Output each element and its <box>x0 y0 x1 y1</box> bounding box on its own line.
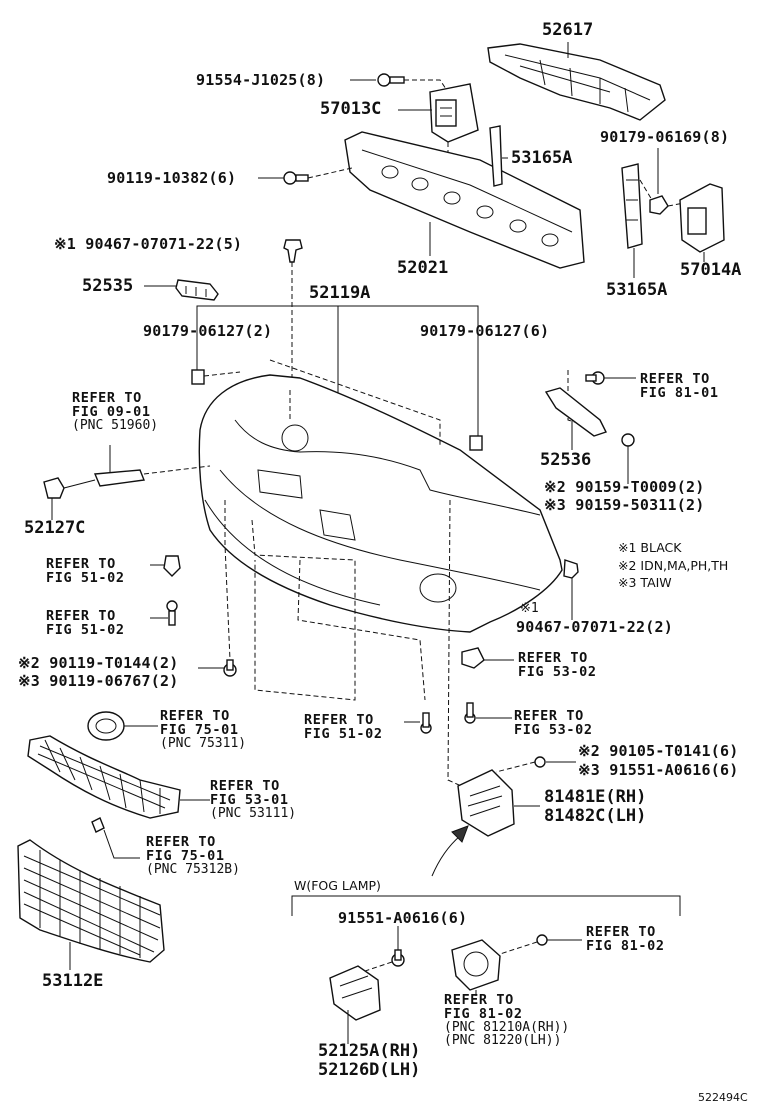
bracket-53165a-upper <box>489 125 503 187</box>
bracket-53165a-lower <box>621 163 643 249</box>
screw-fig51-02-b-icon <box>166 600 178 626</box>
mark-90467-side: ※1 <box>520 601 539 616</box>
bolt-91554-icon <box>377 73 405 87</box>
label-81481e: 81481E(RH) <box>544 787 647 807</box>
label-91551-a0616-fog: 91551-A0616(6) <box>338 909 468 927</box>
bracket-52535 <box>175 279 219 301</box>
refer-fig-09-01: REFER TO FIG 09-01 (PNC 51960) <box>72 390 159 433</box>
fog-lamp-section-title: W(FOG LAMP) <box>294 878 381 893</box>
fog-bracket-52125a <box>329 965 381 1021</box>
refer-fig-81-01: REFER TO FIG 81-01 <box>640 371 719 401</box>
label-57013c: 57013C <box>320 99 382 119</box>
refer-fig-51-02-b: REFER TO FIG 51-02 <box>46 608 125 638</box>
refer-fig-53-02-b: REFER TO FIG 53-02 <box>514 708 593 738</box>
label-90179-06127-6: 90179-06127(6) <box>420 322 550 340</box>
screw-90159-icon <box>621 433 635 447</box>
label-90119-06767: ※3 90119-06767(2) <box>18 672 179 690</box>
label-52125a: 52125A(RH) <box>318 1041 421 1061</box>
bolt-90119-10382-icon <box>283 171 309 185</box>
refer-fig-81-02-a: REFER TO FIG 81-02 <box>586 924 665 954</box>
label-52126d: 52126D(LH) <box>318 1060 421 1080</box>
label-52617: 52617 <box>542 20 594 40</box>
label-90119-10382: 90119-10382(6) <box>107 169 237 187</box>
bumper-cover-52119a <box>198 374 563 633</box>
refer-fig-75-01-a: REFER TO FIG 75-01 (PNC 75311) <box>160 708 247 751</box>
bracket-57014a <box>679 183 725 253</box>
bracket-57013c <box>429 83 479 143</box>
footnotes: ※1 BLACK ※2 IDN,MA,PH,TH ※3 TAIW <box>618 540 729 590</box>
label-90159-50311: ※3 90159-50311(2) <box>544 496 705 514</box>
tow-hook-cover-52127c <box>43 469 145 499</box>
side-bracket-52536 <box>544 387 607 437</box>
label-52536: 52536 <box>540 450 592 470</box>
label-90119-t0144: ※2 90119-T0144(2) <box>18 654 179 672</box>
clip-90467-upper-icon <box>283 239 303 263</box>
fog-lamp-cover-81481e <box>457 769 515 837</box>
figure-id: 522494C <box>698 1091 748 1104</box>
bolt-52536-icon <box>585 371 605 385</box>
label-90467-side: 90467-07071-22(2) <box>516 618 673 636</box>
bracket-fig53-02-a-icon <box>461 647 485 669</box>
bumper-reinforcement-52021 <box>344 131 585 269</box>
label-90105-t0141: ※2 90105-T0141(6) <box>578 742 739 760</box>
clip-90179-06127-right-icon <box>469 435 483 451</box>
screw-fig53-02-b-icon <box>464 702 476 724</box>
label-53112e: 53112E <box>42 971 104 991</box>
bolt-90119-t0144-icon <box>223 659 237 677</box>
label-52127c: 52127C <box>24 518 86 538</box>
label-91554-j1025: 91554-J1025(8) <box>196 71 326 89</box>
label-90467-upper: ※1 90467-07071-22(5) <box>54 235 243 253</box>
label-53165a-top: 53165A <box>511 148 573 168</box>
fog-screw-91551-icon <box>391 949 405 967</box>
refer-fig-81-02-b: REFER TO FIG 81-02 (PNC 81210A(RH)) (PNC… <box>444 992 570 1048</box>
label-52021: 52021 <box>397 258 449 278</box>
clip-90467-side-icon <box>563 559 579 579</box>
screw-fig51-02-c-icon <box>420 712 432 734</box>
clip-fig51-02-a-icon <box>163 555 181 577</box>
clip-90179-06127-left-icon <box>191 369 205 385</box>
screw-90105-icon <box>534 756 546 768</box>
label-90159-t0009: ※2 90159-T0009(2) <box>544 478 705 496</box>
lower-grille-53112e <box>17 839 165 963</box>
label-52535: 52535 <box>82 276 134 296</box>
fog-lamp-unit <box>451 939 501 991</box>
label-90179-06169: 90179-06169(8) <box>600 128 730 146</box>
refer-fig-51-02-c: REFER TO FIG 51-02 <box>304 712 383 742</box>
label-91551-a0616-taiw: ※3 91551-A0616(6) <box>578 761 739 779</box>
upper-grille <box>27 735 181 819</box>
label-90179-06127-2: 90179-06127(2) <box>143 322 273 340</box>
emblem-icon <box>87 711 125 741</box>
label-57014a: 57014A <box>680 260 742 280</box>
label-53165a-bottom: 53165A <box>606 280 668 300</box>
label-81482c: 81482C(LH) <box>544 806 647 826</box>
label-52119a: 52119A <box>309 283 371 303</box>
refer-fig-53-01: REFER TO FIG 53-01 (PNC 53111) <box>210 778 297 821</box>
refer-fig-75-01-b: REFER TO FIG 75-01 (PNC 75312B) <box>146 834 240 877</box>
arrow-up-icon <box>431 825 469 877</box>
nut-90179-06169-icon <box>649 195 669 215</box>
grille-clip-icon <box>91 817 105 833</box>
refer-fig-51-02-a: REFER TO FIG 51-02 <box>46 556 125 586</box>
radiator-support-52617 <box>487 43 666 121</box>
fog-bolt-icon <box>536 934 548 946</box>
refer-fig-53-02-a: REFER TO FIG 53-02 <box>518 650 597 680</box>
